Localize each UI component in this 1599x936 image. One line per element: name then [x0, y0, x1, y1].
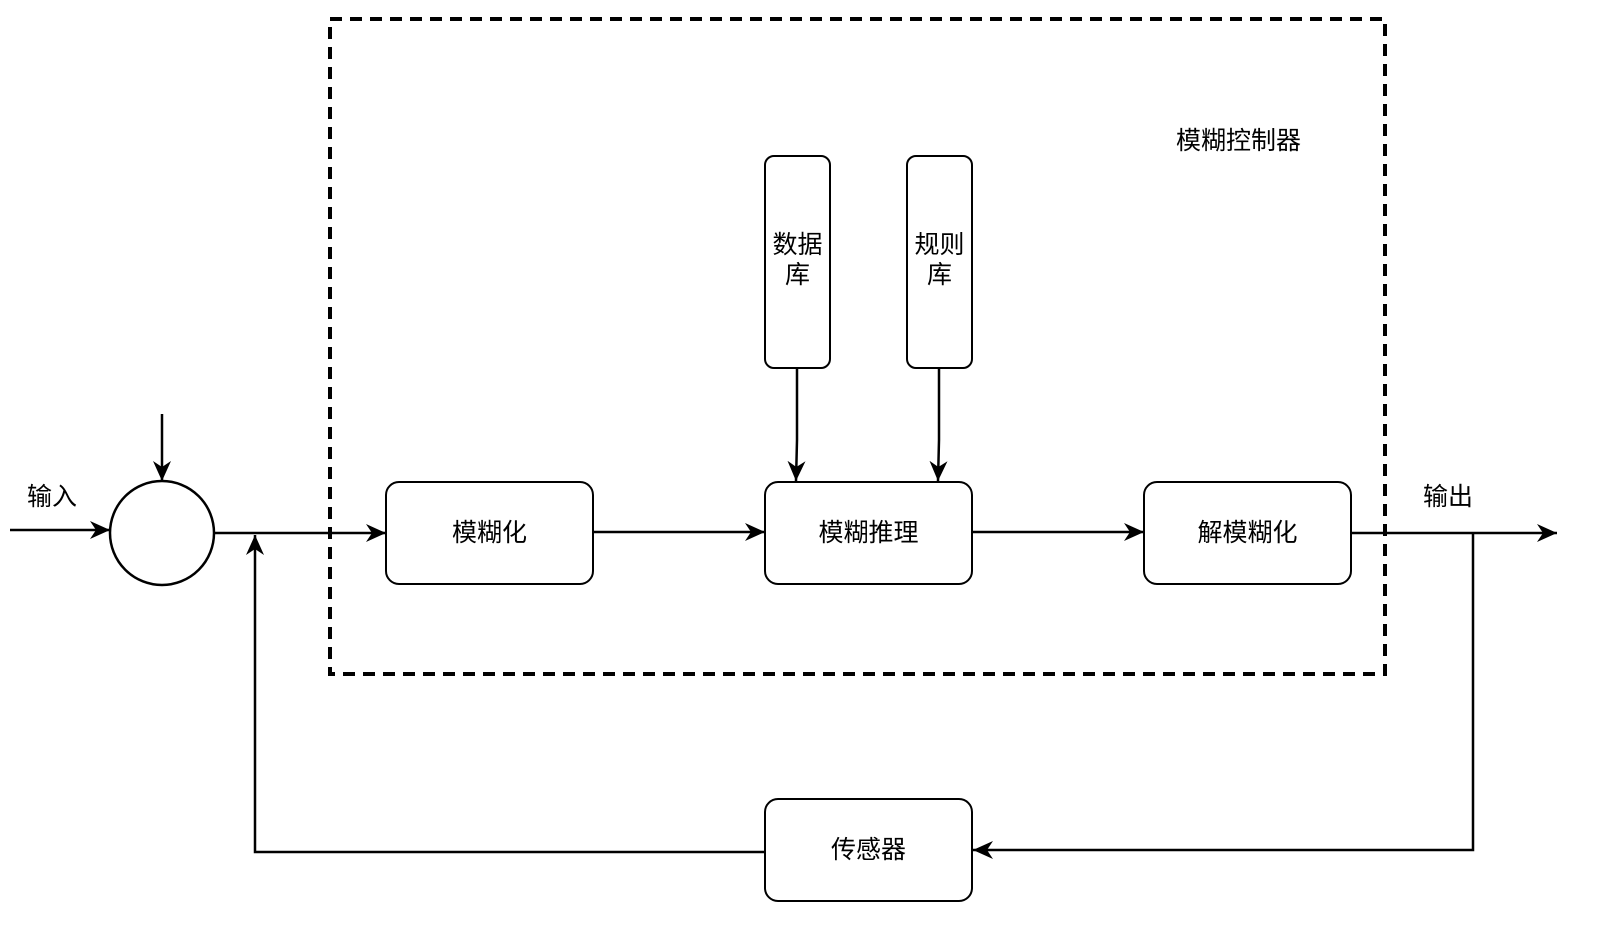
sensor-to-junction-arrow: [246, 535, 765, 854]
fuzzy-inference-label: 模糊推理: [818, 518, 919, 547]
controller-label: 模糊控制器: [1176, 126, 1302, 155]
sensor-block: 传感器: [764, 798, 973, 902]
sensor-label: 传感器: [830, 835, 906, 864]
database-label: 数据库: [772, 230, 823, 289]
defuzzification-block: 解模糊化: [1143, 481, 1352, 585]
controller-boundary: [328, 17, 1387, 676]
fuzzification-label: 模糊化: [451, 518, 527, 547]
database-block: 数据库: [764, 155, 831, 369]
output-label: 输出: [1423, 482, 1474, 511]
defuzzification-label: 解模糊化: [1197, 518, 1298, 547]
database-to-inference-arrow: [787, 368, 806, 482]
fuzzification-block: 模糊化: [385, 481, 594, 585]
rulebase-to-inference-arrow: [929, 368, 948, 482]
summing-junction: [108, 479, 216, 587]
output-to-sensor-arrow: [973, 533, 1475, 859]
rulebase-label: 规则库: [914, 230, 965, 289]
fuzzy-inference-block: 模糊推理: [764, 481, 973, 585]
rulebase-block: 规则库: [906, 155, 973, 369]
input-label: 输入: [27, 482, 78, 511]
